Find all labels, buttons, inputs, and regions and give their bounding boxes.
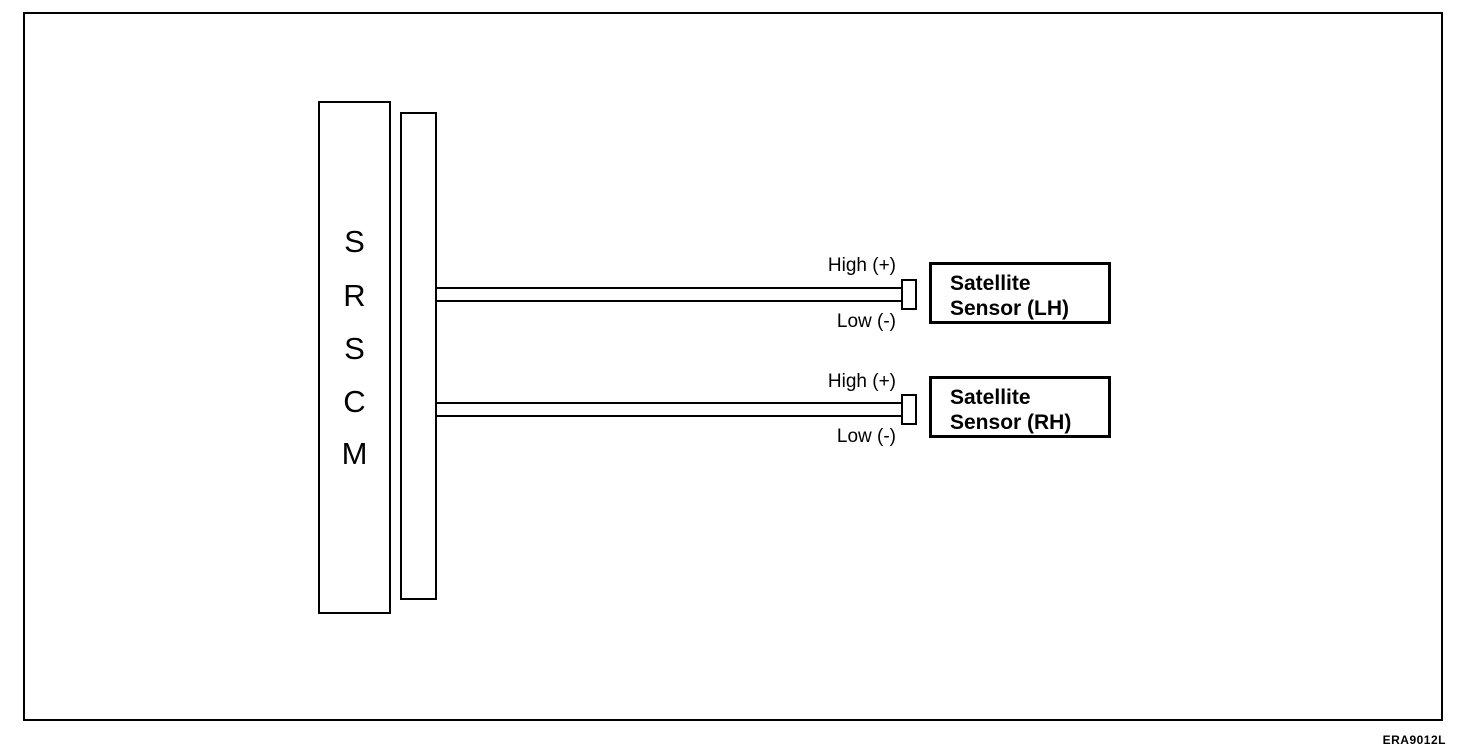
wire-label-lh-high: High (+) (827, 255, 896, 276)
plug-lh (901, 279, 917, 310)
srscm-letter: C (343, 384, 366, 419)
satellite-sensor-lh: Satellite Sensor (LH) (929, 262, 1111, 324)
sensor-name-line2: Sensor (LH) (950, 297, 1070, 320)
wire-lh-low (436, 300, 902, 302)
wire-label-rh-low: Low (-) (836, 426, 896, 447)
wire-lh-high (436, 287, 902, 289)
satellite-sensor-rh: Satellite Sensor (RH) (929, 376, 1111, 438)
sensor-name-line1: Satellite (950, 272, 1031, 295)
wire-rh-high (436, 402, 902, 404)
srscm-letter: S (344, 224, 365, 259)
srscm-letter: R (343, 278, 366, 313)
srscm-letter: S (344, 331, 365, 366)
sensor-name-line2: Sensor (RH) (950, 411, 1072, 434)
plug-rh (901, 394, 917, 425)
sensor-name-line1: Satellite (950, 386, 1031, 409)
srscm-module-box (318, 101, 391, 614)
srscm-letter: M (341, 436, 368, 471)
figure-code: ERA9012L (1382, 733, 1446, 747)
wire-rh-low (436, 415, 902, 417)
srscm-connector (400, 112, 437, 600)
wire-label-lh-low: Low (-) (836, 311, 896, 332)
diagram-frame (23, 12, 1443, 721)
wire-label-rh-high: High (+) (827, 371, 896, 392)
